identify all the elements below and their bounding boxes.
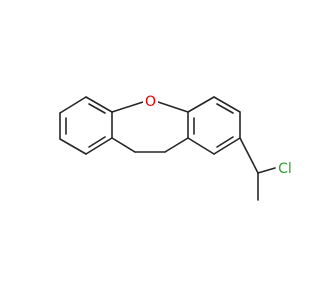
chlorine-atom-label: Cl [278,161,292,177]
bond [59,96,87,114]
bond [59,138,87,155]
oxygen-atom-label: O [145,94,156,110]
oxygen-label-bg [143,93,158,111]
molecule-diagram: O Cl [59,93,296,201]
bond [164,137,189,153]
double-bond-inner [88,103,106,114]
bond [213,96,241,113]
double-bond-inner [216,103,234,114]
bond [213,137,241,155]
double-bond-inner [88,136,106,148]
bond-lines [59,96,276,201]
bond [85,96,113,113]
bond [187,137,215,155]
bond [157,101,189,113]
bond [85,137,113,155]
bond [187,96,215,113]
bond [257,167,276,174]
double-bond-inner [216,136,234,148]
bond [239,137,259,174]
chlorine-label-bg [276,161,296,179]
bond [111,101,144,113]
atom-labels: O Cl [143,93,296,179]
bond [111,137,136,153]
